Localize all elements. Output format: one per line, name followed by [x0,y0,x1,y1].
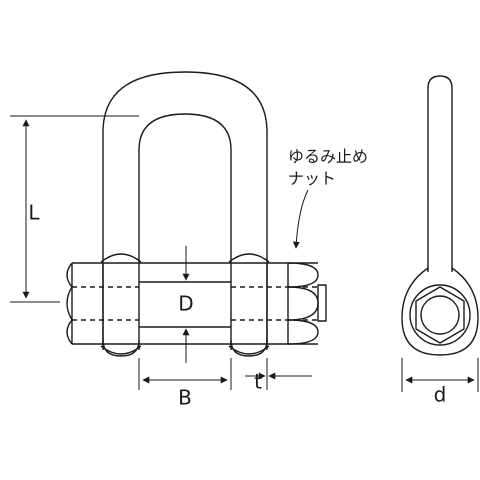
pin-head-hex [66,262,104,345]
dimension-t [245,358,312,390]
label-L: L [28,201,40,225]
shackle-bow [100,71,270,357]
dimension-B [138,358,232,390]
dimension-d [401,358,479,392]
lock-nut [266,262,327,345]
lock-nut-leader [292,189,309,249]
side-view [401,75,479,356]
dimension-L [10,115,139,303]
shackle-pin [72,262,318,345]
label-t: t [254,370,262,394]
label-lock-nut-line2: ナット [288,169,336,188]
label-lock-nut-line1: ゆるみ止め [288,147,368,166]
label-d: d [434,383,447,407]
label-B: B [178,386,192,410]
label-D: D [178,292,193,316]
